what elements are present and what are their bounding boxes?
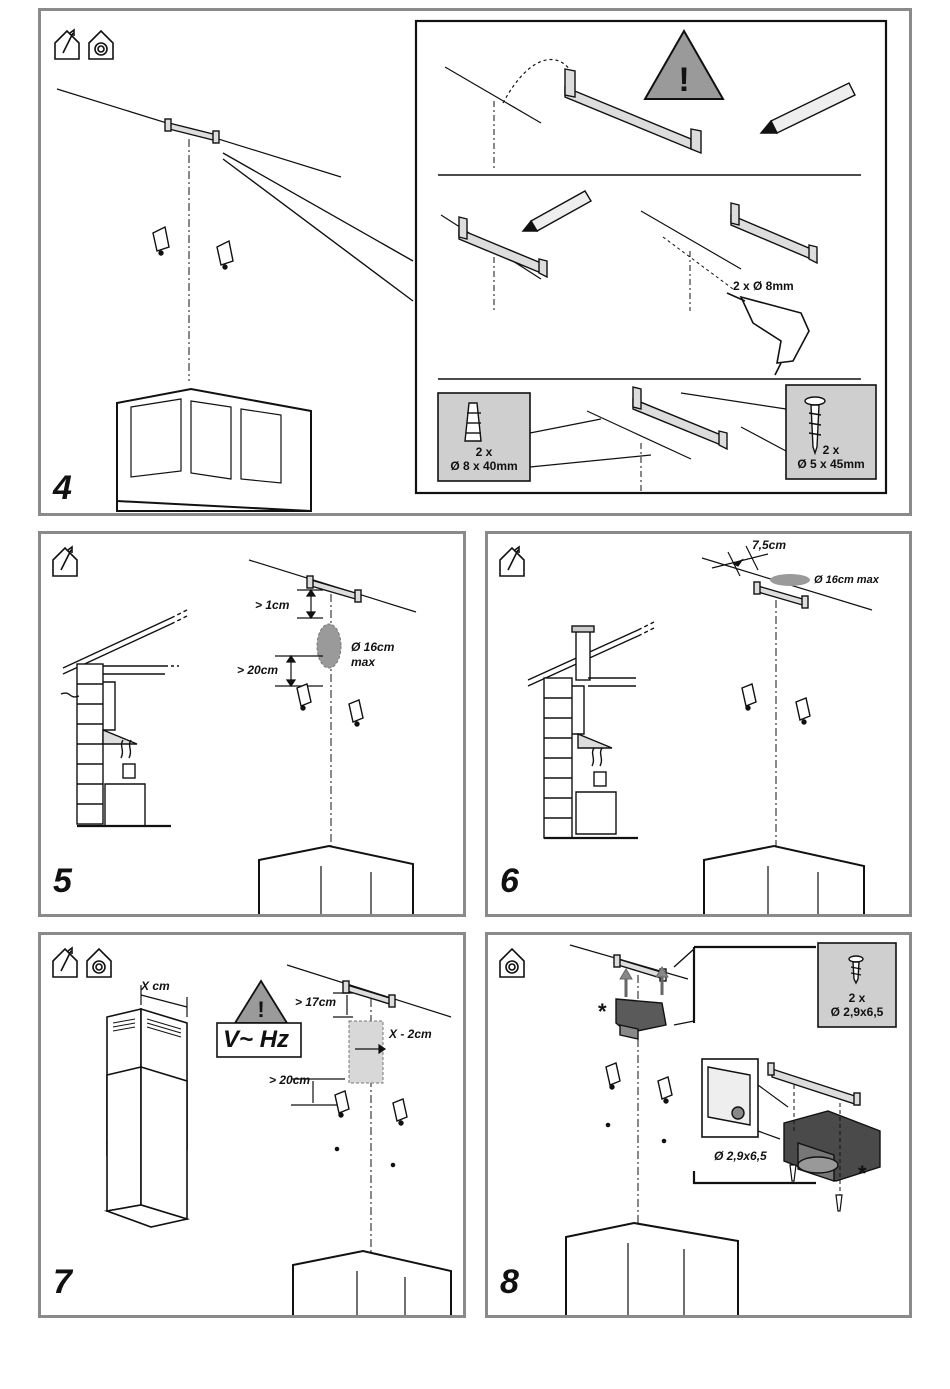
house-cross-section (61, 610, 187, 826)
dim-top-label: > 1cm (255, 598, 289, 612)
hole-label: Ø 16cm max (814, 574, 879, 586)
warning-icon: ! (235, 981, 287, 1023)
panel-5-drawing (41, 534, 463, 914)
screws-qty: 2 x (786, 443, 876, 457)
drill-spec: 2 x Ø 8mm (733, 279, 794, 293)
panel-step-7: ! 7 X cm > 17cm > 20c (38, 932, 466, 1318)
svg-text:!: ! (678, 61, 689, 99)
dimension-lines (291, 993, 385, 1105)
detail-size-label: Ø 2,9x6,5 (714, 1149, 767, 1163)
step-number: 4 (53, 469, 72, 508)
house-recirculation-icon (500, 949, 524, 977)
house-recirculation-icon (89, 31, 113, 59)
wall-bracket (768, 1063, 860, 1105)
panel-4-drawing: ! (41, 11, 909, 513)
hole-dia-label: Ø 16cm (351, 640, 394, 654)
dim-top-label: > 17cm (295, 995, 336, 1009)
house-exhaust-icon (500, 547, 524, 576)
wall-plugs-qty: 2 x (438, 445, 530, 459)
wall-bracket (165, 119, 219, 143)
screws-size: Ø 5 x 45mm (786, 457, 876, 471)
panel-step-6: 6 7,5cm Ø 16cm max (485, 531, 912, 917)
screws-qty: 2 x (818, 991, 896, 1005)
house-recirculation-icon (87, 949, 111, 977)
step-number: 5 (53, 862, 72, 901)
dim-bottom-label: > 20cm (269, 1073, 310, 1087)
cabinet-unit (293, 1251, 451, 1315)
panel-step-4: ! (38, 8, 912, 516)
cabinet-unit (259, 846, 413, 914)
house-cross-section (528, 622, 654, 838)
house-exhaust-icon (53, 948, 77, 977)
wall-bracket (754, 582, 808, 608)
panel-6-drawing (488, 534, 909, 914)
cabinet-unit (704, 846, 864, 914)
screws-size: Ø 2,9x6,5 (818, 1005, 896, 1019)
hanging-hook (606, 1063, 672, 1143)
offset-label: 7,5cm (752, 538, 786, 552)
step-number: 6 (500, 862, 519, 901)
dim-bottom-label: > 20cm (237, 663, 278, 677)
dim-side-label: X - 2cm (389, 1027, 432, 1041)
wall-bracket (307, 576, 361, 602)
hanging-hook (153, 227, 233, 269)
asterisk-marker: * (598, 999, 607, 1025)
air-deflector (616, 999, 666, 1039)
hole-max-label: max (351, 655, 375, 669)
house-exhaust-icon (55, 30, 79, 59)
house-exhaust-icon (53, 547, 77, 576)
width-label: X cm (141, 979, 170, 993)
voltage-label: V~ Hz (223, 1026, 289, 1054)
cabinet-unit (566, 1223, 738, 1315)
chimney-duct (107, 1009, 187, 1227)
bracket-detail (708, 1067, 750, 1125)
hanging-hook (297, 684, 363, 726)
panel-step-5: 5 > 1cm > 20cm Ø 16cm max (38, 531, 466, 917)
step-number: 7 (53, 1263, 72, 1302)
step-number: 8 (500, 1263, 519, 1302)
svg-text:!: ! (257, 997, 264, 1022)
cabinet-unit (117, 389, 311, 511)
panel-step-8: 8 2 x Ø 2,9x6,5 Ø 2,9x6,5 * * (485, 932, 912, 1318)
panel-7-drawing: ! (41, 935, 463, 1315)
wall-plugs-size: Ø 8 x 40mm (438, 459, 530, 473)
asterisk-marker: * (858, 1161, 867, 1187)
